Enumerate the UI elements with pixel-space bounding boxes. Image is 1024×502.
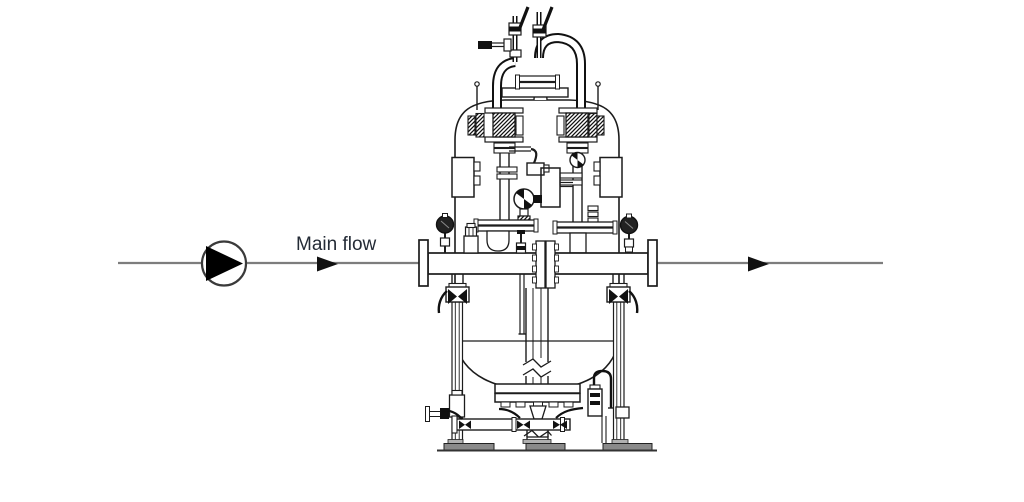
base-skid [437,439,657,452]
flange-table-right [552,220,618,254]
filter-vessel [418,6,658,452]
test-rod-icon [478,38,512,52]
side-box-left [451,156,481,198]
pressure-gauge-right-icon [619,213,639,253]
flow-arrow-left-icon [317,256,338,272]
top-vent-piping [478,6,586,114]
isolation-valve-left-icon [437,274,470,314]
valve-actuator-left [467,107,524,143]
flow-arrow-right-icon [748,256,769,272]
vent-valve-left-icon [508,6,530,62]
isolation-valve-right-icon [606,274,639,314]
main-flow-label: Main flow [296,234,377,255]
drain-ball-valve-2-icon [498,407,530,429]
solenoid-valve-cluster [509,146,573,226]
pipe-flange-left [418,239,429,287]
vent-valve-right-icon [532,6,554,58]
pressure-gauge-left-icon [435,213,455,253]
drain-downpipe-right [612,301,630,444]
hand-valve-icon [569,151,586,169]
test-valve-icon [515,230,527,254]
drain-ball-valve-3-icon [553,406,584,429]
drain-ball-valve-1-icon [441,408,471,429]
strainer-pot-icon [463,222,479,254]
pipe-flange-right [647,239,658,287]
bottom-drain-assembly [441,369,614,445]
below-pipe-fittings [437,274,639,335]
aux-canister-icon [587,369,614,443]
pump-icon [200,240,248,287]
main-pipe [418,213,658,289]
valve-actuator-right [556,107,605,143]
flange-table-left [473,218,539,252]
center-flange-stack [532,240,559,289]
side-box-right [587,156,623,224]
dip-tube [522,288,552,388]
